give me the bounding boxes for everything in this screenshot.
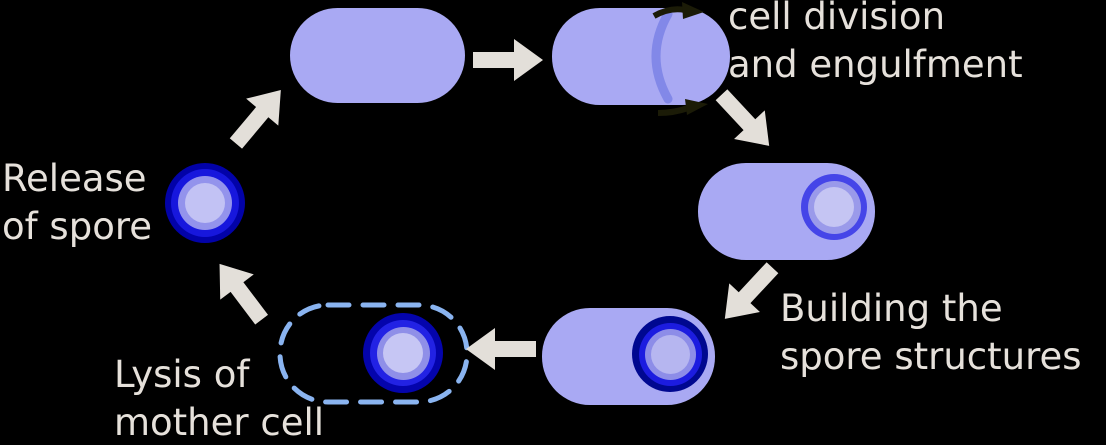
label-cell-division-and-engulfment: cell division and engulfment <box>728 0 1023 89</box>
label-lysis-of-mother-cell: Lysis of mother cell <box>114 351 324 445</box>
septum-curve <box>651 9 673 104</box>
engulfment-cell <box>698 163 875 260</box>
arrow-building-to-lysis-icon <box>464 326 536 372</box>
sporulating-cell <box>542 308 715 405</box>
label-release-line1: Release <box>2 157 147 200</box>
arrow-lysis-to-release-icon <box>200 248 280 333</box>
lysing-mother-cell <box>277 302 470 405</box>
arrow-division-to-engulfment-icon <box>705 79 788 163</box>
lysed-cell-outline <box>277 302 470 405</box>
label-release-of-spore: Release of spore <box>2 155 152 251</box>
label-division-line1: cell division <box>728 0 946 38</box>
label-building-line2: spore structures <box>780 335 1082 378</box>
released-spore <box>165 163 245 243</box>
septum-migration-arrow-bottom-icon <box>656 97 710 121</box>
label-building-line1: Building the <box>780 287 1003 330</box>
septum-migration-arrow-top-icon <box>652 1 706 25</box>
label-division-line2: and engulfment <box>728 43 1023 86</box>
label-lysis-line2: mother cell <box>114 401 325 444</box>
vegetative-cell <box>290 8 465 103</box>
label-lysis-line1: Lysis of <box>114 353 250 396</box>
arrow-spore-to-vegetative-icon <box>218 74 300 159</box>
arrow-vegetative-to-division-icon <box>473 37 545 83</box>
spore-in-lysing-cell <box>363 313 443 393</box>
arrow-engulfment-to-building-icon <box>707 252 790 336</box>
dividing-cell <box>552 8 730 105</box>
maturing-spore <box>632 316 708 392</box>
label-building-spore-structures: Building the spore structures <box>780 285 1082 381</box>
label-release-line2: of spore <box>2 205 152 248</box>
engulfed-forespore <box>801 174 867 240</box>
